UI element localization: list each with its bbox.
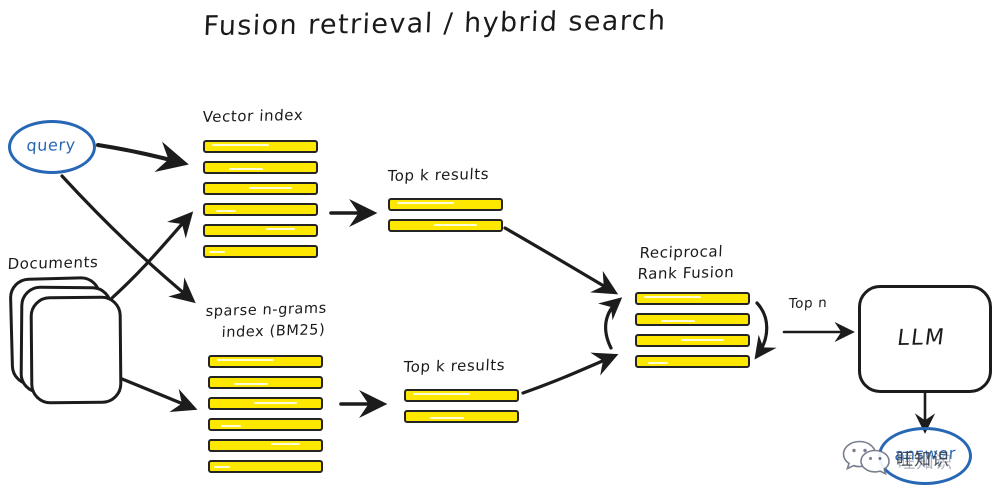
sparse-index-label-line2: index (BM25) <box>221 322 326 342</box>
index-bar <box>203 245 318 258</box>
answer-label: answer <box>894 443 957 465</box>
index-bar <box>203 182 318 195</box>
rrf-left-curve-arrow <box>598 297 623 350</box>
result-bar <box>404 389 519 402</box>
fusion-bar <box>635 313 750 326</box>
topk-vector-bars[interactable] <box>388 198 503 240</box>
llm-label: LLM <box>895 325 947 352</box>
edge-query-to-sparse-index <box>60 174 196 304</box>
index-bar <box>203 224 318 237</box>
rrf-bars[interactable] <box>635 292 750 376</box>
llm-box <box>858 285 992 393</box>
page-title: Fusion retrieval / hybrid search <box>202 5 668 43</box>
answer-node[interactable]: answer <box>878 427 972 485</box>
index-bar <box>208 376 323 389</box>
query-label: query <box>26 134 77 156</box>
index-bar <box>208 355 323 368</box>
edge-topk-lower-to-rrf <box>521 352 619 395</box>
query-ellipse <box>8 120 96 174</box>
result-bar <box>388 198 503 211</box>
fusion-bar <box>635 292 750 305</box>
edge-query-to-vector-index <box>96 141 189 172</box>
top-n-edge-label: Top n <box>788 294 828 313</box>
sparse-index-label-line1: sparse n-grams <box>205 300 328 321</box>
result-bar <box>388 219 503 232</box>
topk-sparse-label: Top k results <box>403 355 506 377</box>
index-bar <box>208 439 323 452</box>
documents-label: Documents <box>7 253 99 274</box>
index-bar <box>208 397 323 410</box>
fusion-bar <box>635 334 750 347</box>
topk-sparse-bars[interactable] <box>404 389 519 431</box>
llm-node[interactable]: LLM <box>858 285 992 393</box>
topk-vector-label: Top k results <box>387 164 490 186</box>
rrf-label-line1: Reciprocal <box>639 242 724 263</box>
rrf-right-curve-arrow <box>754 301 777 360</box>
vector-index-label: Vector index <box>202 105 304 127</box>
index-bar <box>203 161 318 174</box>
document-sheet <box>29 295 123 405</box>
index-bar <box>203 140 318 153</box>
sparse-index-bars[interactable] <box>208 355 323 481</box>
index-bar <box>208 418 323 431</box>
result-bar <box>404 410 519 423</box>
query-node[interactable]: query <box>8 120 96 174</box>
rrf-label-line2: Rank Fusion <box>637 262 735 284</box>
vector-index-bars[interactable] <box>203 140 318 266</box>
edge-topk-upper-to-rrf <box>503 226 619 295</box>
index-bar <box>208 460 323 473</box>
fusion-bar <box>635 355 750 368</box>
documents-node[interactable] <box>8 275 130 412</box>
index-bar <box>203 203 318 216</box>
edge-documents-to-vector-index <box>110 211 194 300</box>
